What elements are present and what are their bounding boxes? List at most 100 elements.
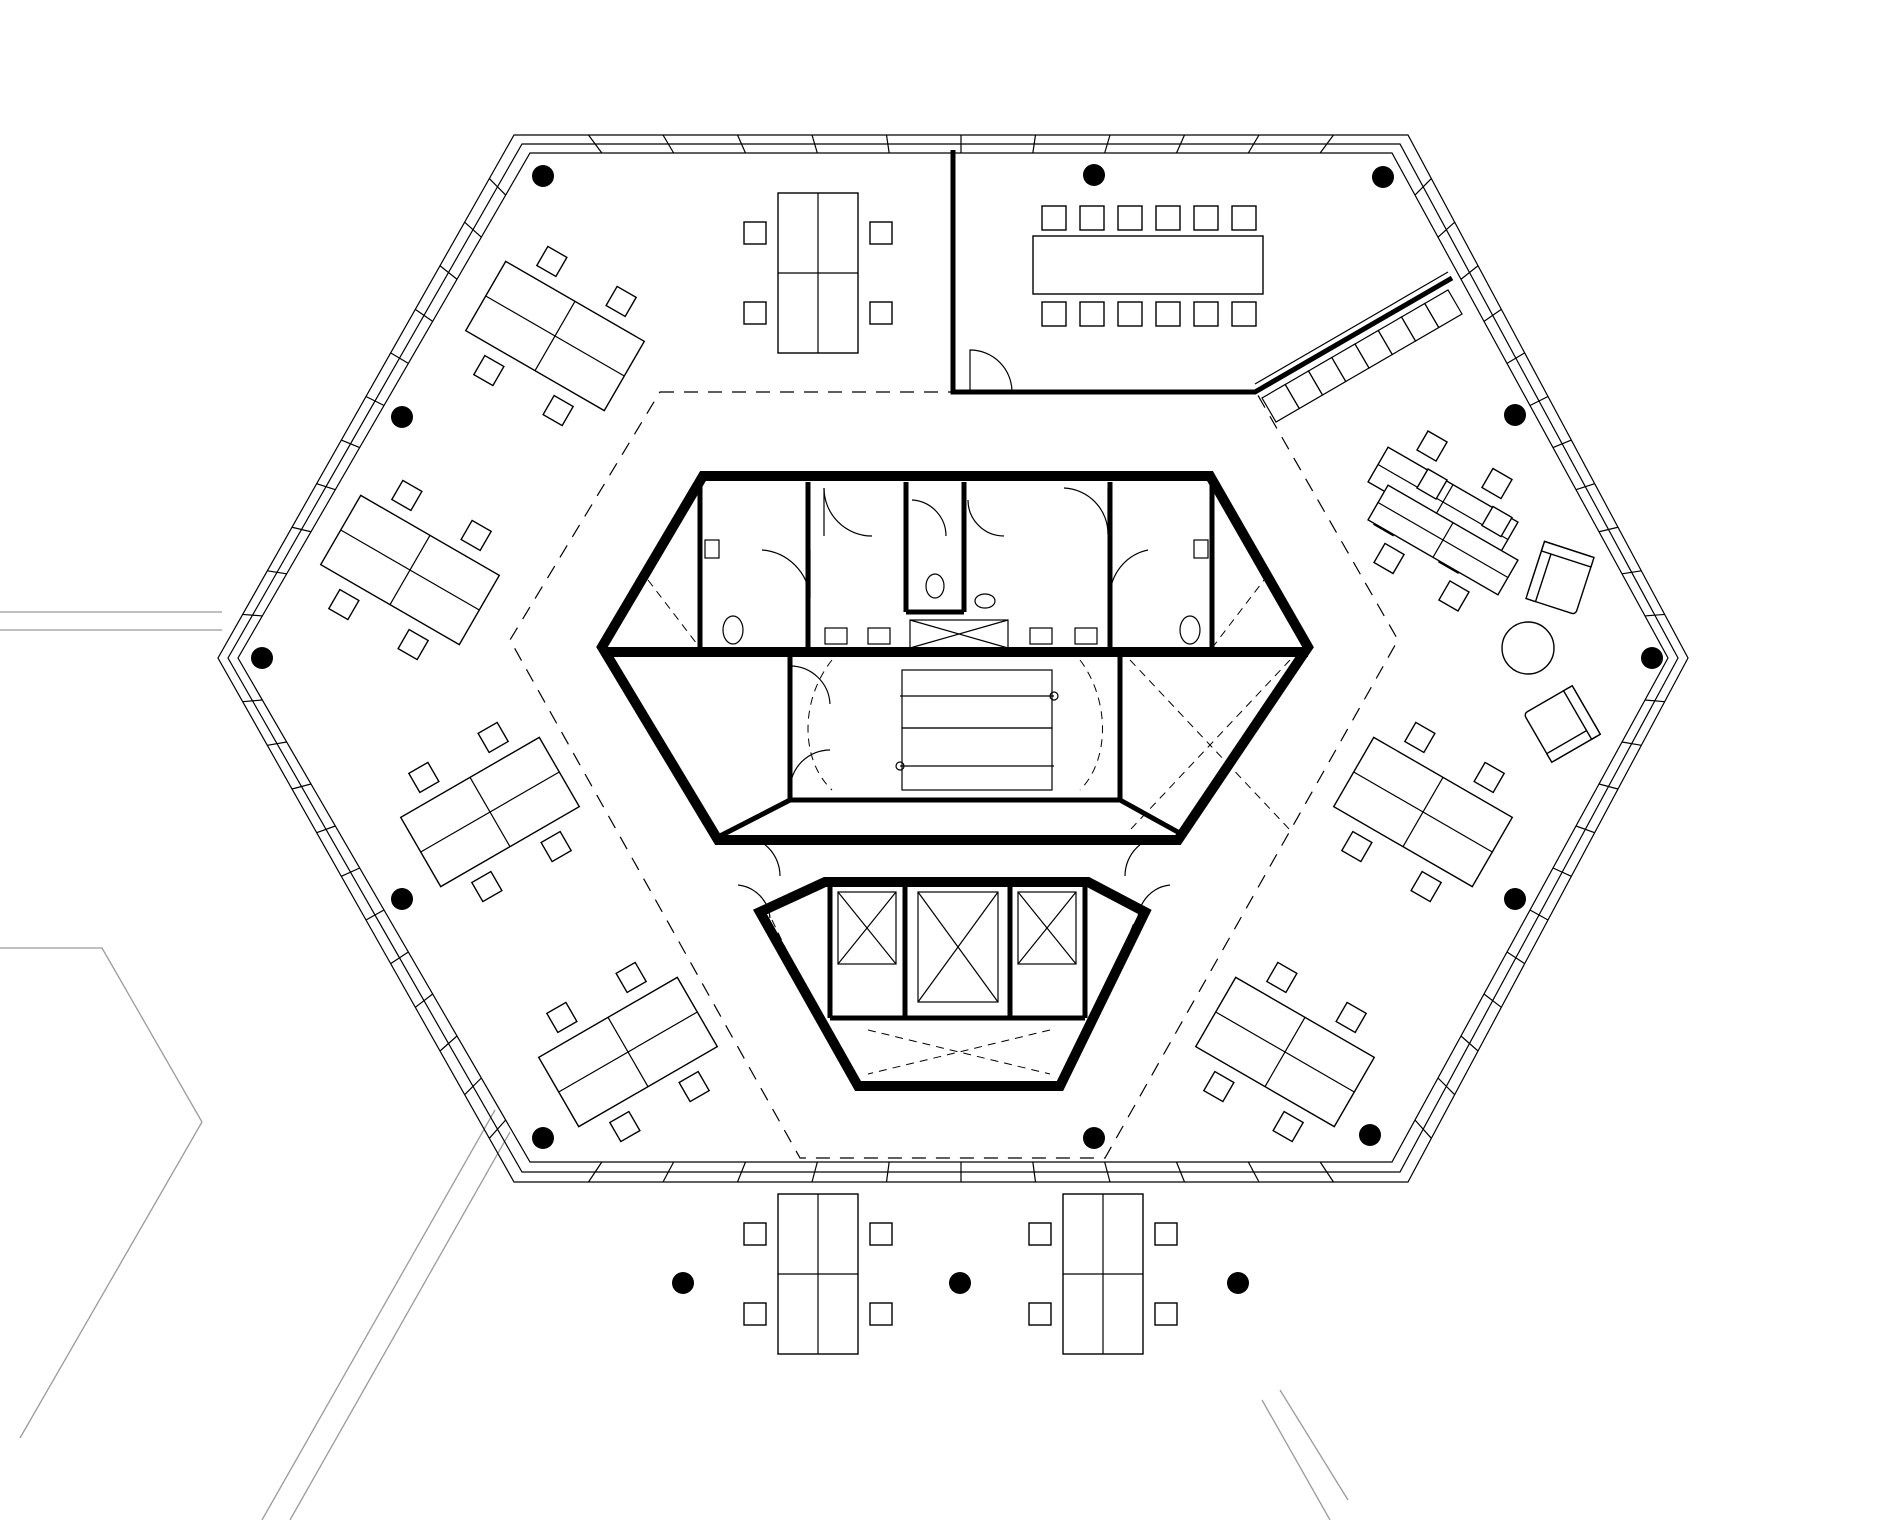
mullion <box>365 909 385 921</box>
mullion <box>439 1035 458 1052</box>
mullion <box>267 741 287 746</box>
chair <box>1155 205 1181 231</box>
chair <box>1154 1302 1178 1326</box>
locker <box>1307 356 1347 396</box>
mullion <box>1621 741 1642 746</box>
mullion <box>1644 613 1665 617</box>
mullion <box>736 134 747 154</box>
chair <box>1231 205 1257 231</box>
mullion <box>341 439 360 449</box>
mullion <box>811 134 818 154</box>
chair <box>1155 301 1181 327</box>
desk-divider <box>558 1011 698 1093</box>
desk-cluster <box>1367 468 1519 612</box>
mullion <box>439 265 458 280</box>
chair <box>407 761 440 794</box>
chair <box>678 1070 711 1103</box>
doors <box>737 487 1171 919</box>
mullion <box>1460 1035 1479 1052</box>
desk-divider <box>1215 1011 1355 1093</box>
chair <box>743 221 767 245</box>
mullion <box>464 221 482 238</box>
chair <box>1265 961 1298 994</box>
storage-lockers <box>1261 289 1463 423</box>
circulation-boundary <box>509 391 1399 1159</box>
mullion <box>736 1161 747 1183</box>
mullion <box>291 783 312 790</box>
mullion <box>390 352 409 364</box>
column <box>949 1272 971 1294</box>
staircase <box>807 659 1103 791</box>
chair <box>1202 1070 1235 1103</box>
mullion <box>1552 867 1572 877</box>
mullion <box>365 395 385 407</box>
chair <box>1410 870 1443 903</box>
mullion <box>1437 1077 1456 1096</box>
chair <box>477 721 510 754</box>
mullion <box>1483 308 1502 322</box>
desk-cluster <box>1028 1193 1178 1355</box>
chair <box>1335 1001 1368 1034</box>
meeting-room-walls <box>950 150 1454 395</box>
chair <box>460 519 493 552</box>
mullion <box>267 570 287 575</box>
column <box>532 1127 554 1149</box>
chair <box>1272 1110 1305 1143</box>
mullion <box>1552 439 1572 449</box>
desk-cluster <box>537 961 719 1143</box>
mullion <box>488 178 507 196</box>
chair <box>869 221 893 245</box>
mullion <box>341 867 360 877</box>
chair <box>1473 761 1506 794</box>
chair <box>743 1302 767 1326</box>
workstation-desks <box>319 192 1519 1355</box>
chair <box>1117 205 1143 231</box>
mullion <box>316 483 336 491</box>
mullion <box>1414 178 1432 196</box>
desk-divider <box>340 529 480 611</box>
desk-cluster <box>743 192 893 354</box>
locker <box>1330 343 1370 383</box>
structural-columns <box>251 164 1663 1294</box>
mullion <box>242 613 263 617</box>
mullion <box>1104 134 1111 154</box>
chair <box>540 830 573 863</box>
mullion <box>1319 134 1334 154</box>
chair <box>608 1110 641 1143</box>
chair <box>743 301 767 325</box>
chair <box>869 1302 893 1326</box>
desk-divider <box>420 771 560 853</box>
mullion <box>1506 352 1525 364</box>
desk-cluster <box>1194 961 1376 1143</box>
mullion <box>1104 1161 1111 1183</box>
desk-divider <box>485 295 625 377</box>
column <box>1083 1127 1105 1149</box>
locker <box>1261 383 1301 423</box>
column <box>391 406 413 428</box>
column <box>1372 166 1394 188</box>
chair <box>397 628 430 661</box>
chair <box>1437 580 1470 612</box>
chair <box>327 588 360 621</box>
lounge-area <box>1501 540 1602 764</box>
desk-cluster <box>464 245 646 427</box>
mullion <box>662 1161 675 1183</box>
chair <box>545 1001 578 1034</box>
site-context-lines <box>0 611 1349 1520</box>
column <box>1083 164 1105 186</box>
mullion <box>1437 221 1456 238</box>
mullion <box>885 134 890 154</box>
column <box>532 165 554 187</box>
chair <box>869 301 893 325</box>
mullion <box>316 825 336 834</box>
window-mullions <box>242 134 1665 1183</box>
chair <box>1079 301 1105 327</box>
mullion <box>1247 1161 1260 1183</box>
locker <box>1354 329 1394 369</box>
desk-cluster <box>399 721 581 903</box>
lounge-table <box>1501 621 1555 675</box>
chair <box>1416 430 1449 462</box>
mullion <box>1460 265 1479 280</box>
mullion <box>1032 134 1037 154</box>
